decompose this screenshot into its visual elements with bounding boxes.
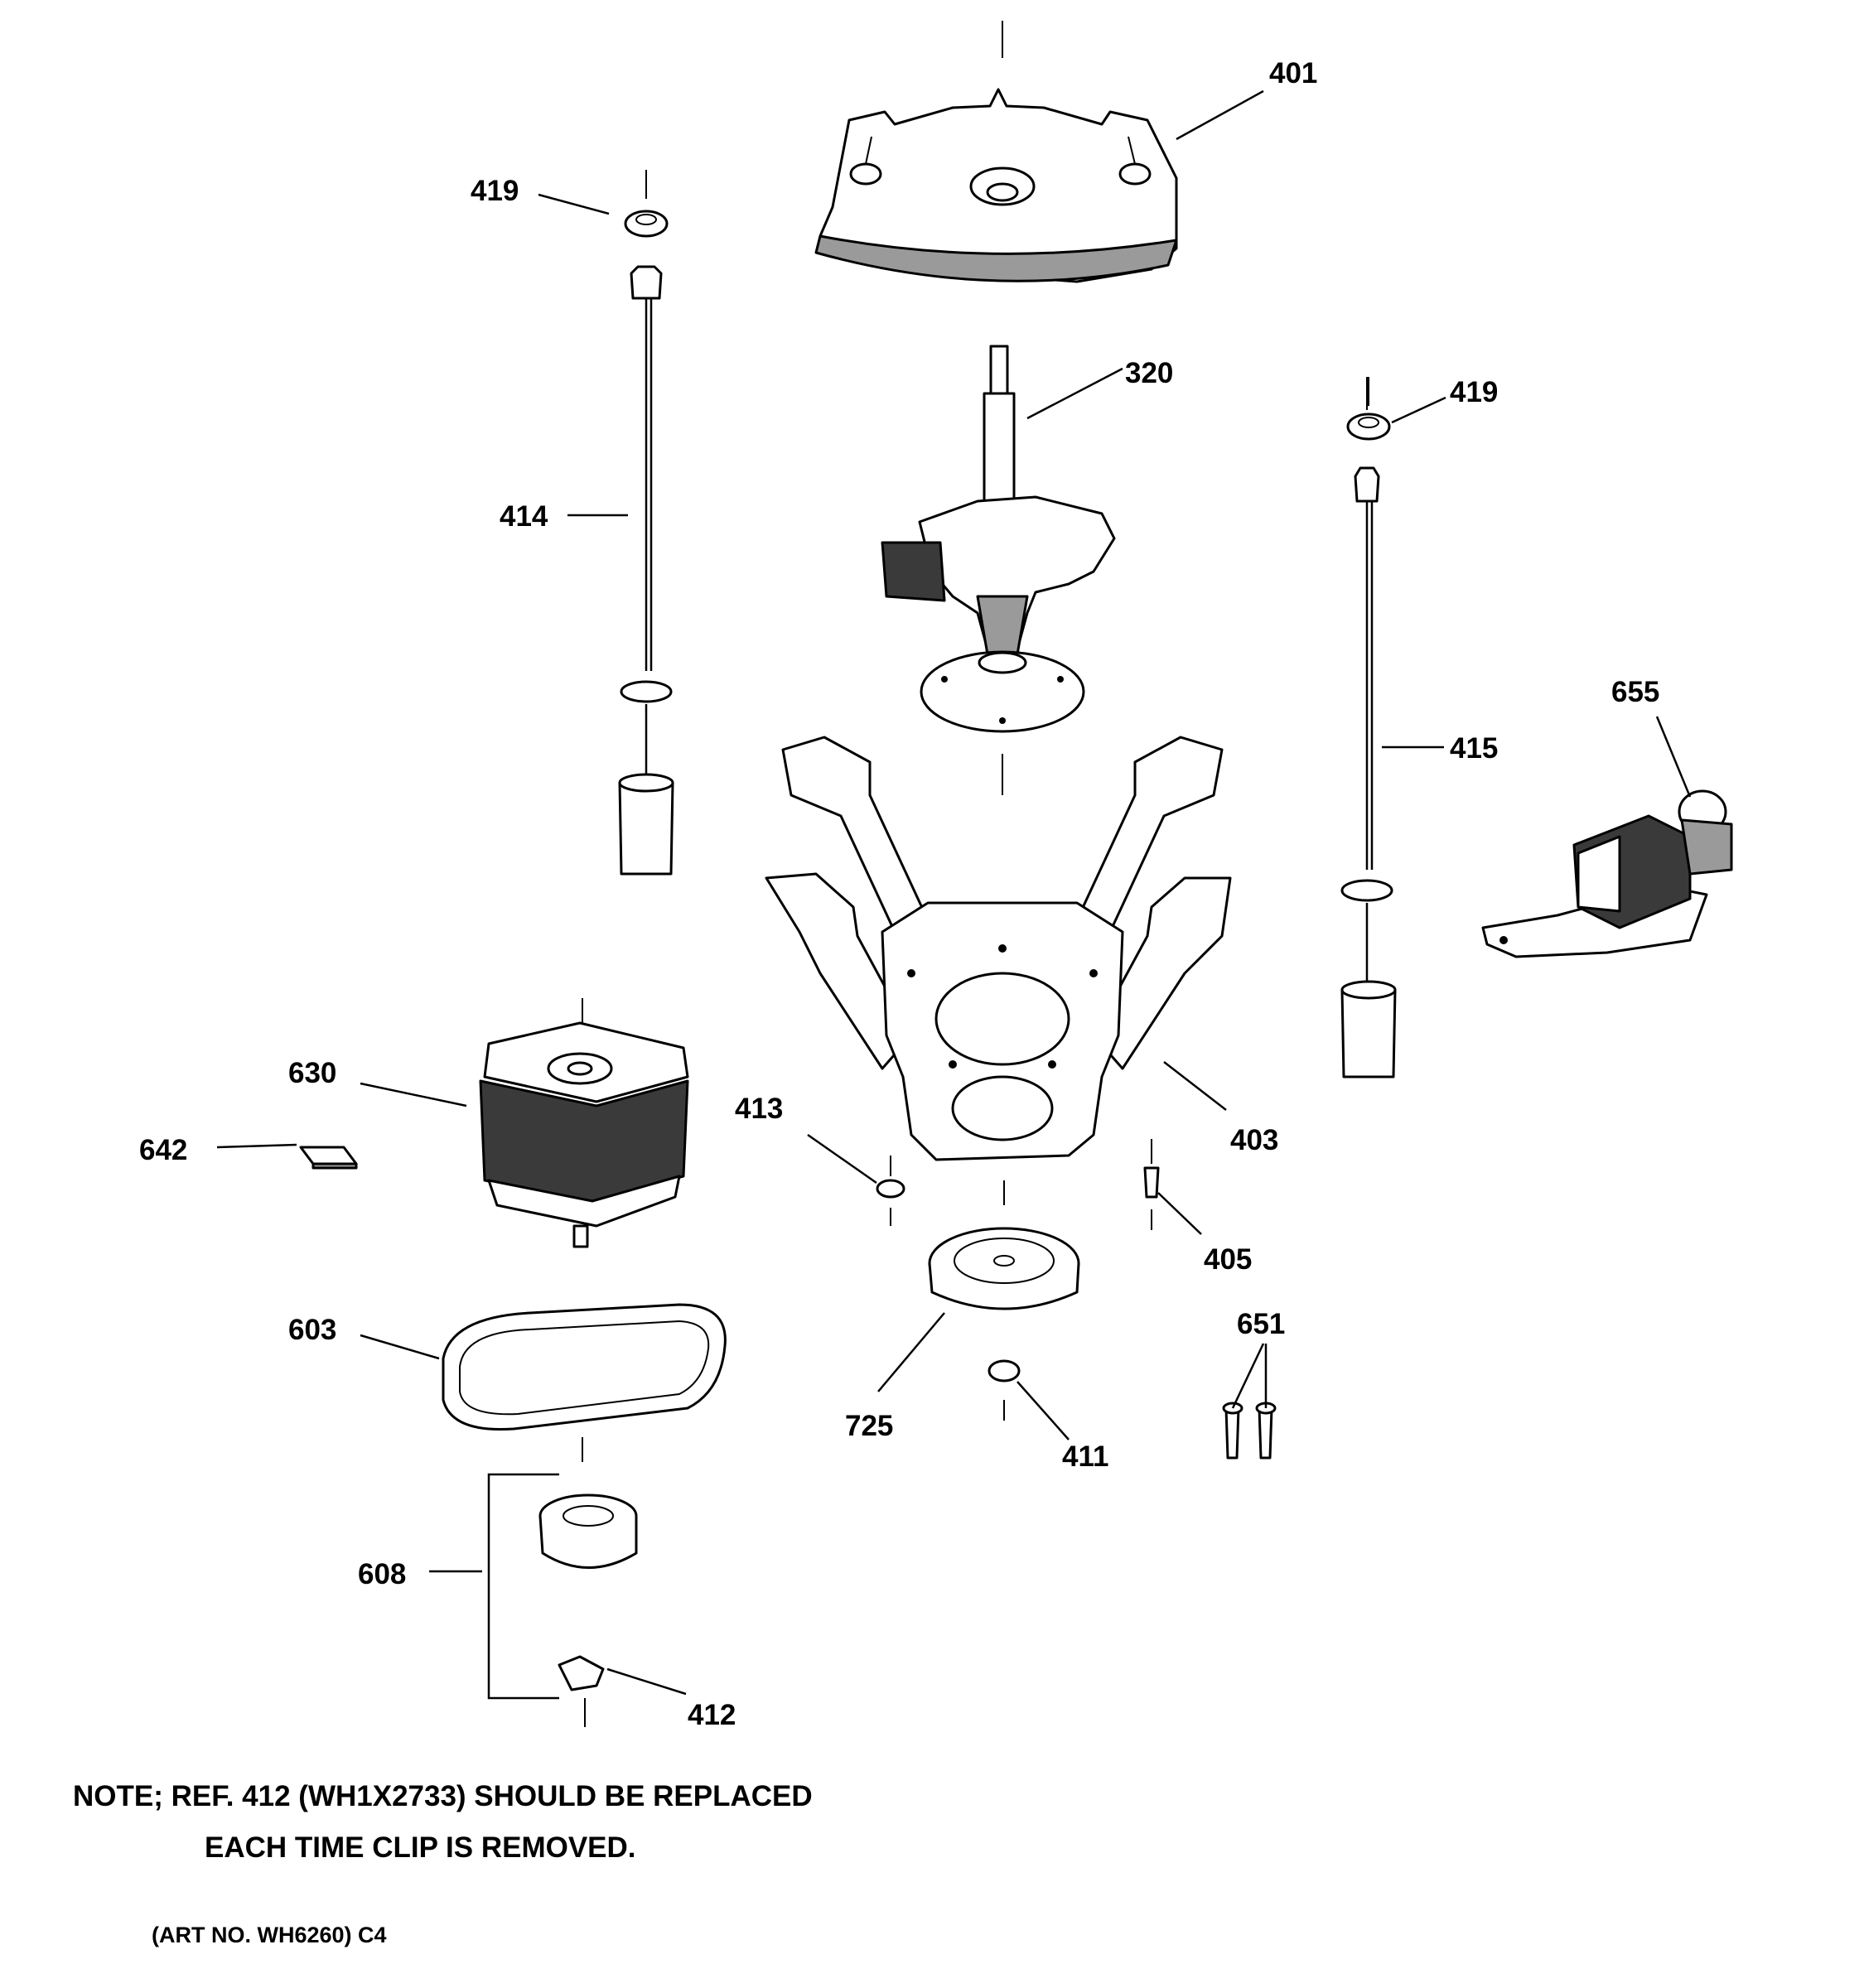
part-403-suspension-bracket bbox=[765, 736, 1232, 1161]
art-number: (ART NO. WH6260) C4 bbox=[152, 1923, 387, 1947]
callout-411: 411 bbox=[1062, 1440, 1108, 1473]
leader-lines bbox=[216, 89, 1692, 1700]
callout-608: 608 bbox=[358, 1558, 406, 1590]
part-415-right-suspension-rod bbox=[1340, 377, 1397, 1078]
callout-405: 405 bbox=[1204, 1243, 1252, 1276]
callout-415: 415 bbox=[1450, 732, 1498, 765]
note-line-2: EACH TIME CLIP IS REMOVED. bbox=[205, 1831, 636, 1864]
callout-401: 401 bbox=[1269, 57, 1317, 89]
callout-413: 413 bbox=[735, 1093, 783, 1125]
part-320-transmission bbox=[881, 345, 1116, 795]
part-603-drive-belt bbox=[442, 1303, 727, 1462]
callout-414: 414 bbox=[500, 500, 548, 533]
part-651-bolts bbox=[1222, 1402, 1277, 1460]
callout-651: 651 bbox=[1237, 1308, 1285, 1340]
callout-419-right: 419 bbox=[1450, 376, 1498, 408]
part-419-right-grommet bbox=[1346, 377, 1391, 441]
part-655-drain-pump bbox=[1481, 789, 1733, 958]
part-642-connector bbox=[299, 1146, 358, 1170]
part-414-left-suspension-rod bbox=[618, 170, 674, 876]
part-630-motor bbox=[479, 998, 689, 1248]
callout-403: 403 bbox=[1230, 1124, 1278, 1156]
callout-419-left: 419 bbox=[471, 175, 519, 207]
part-405-screw bbox=[1143, 1139, 1160, 1230]
part-413-nut bbox=[876, 1156, 905, 1226]
callout-320: 320 bbox=[1125, 357, 1173, 389]
callouts: 401 419 320 419 414 655 415 630 413 642 … bbox=[139, 57, 1659, 1731]
callout-630: 630 bbox=[288, 1057, 336, 1089]
note-line-1: NOTE; REF. 412 (WH1X2733) SHOULD BE REPL… bbox=[73, 1780, 813, 1812]
callout-642: 642 bbox=[139, 1134, 187, 1166]
part-411-nut bbox=[988, 1359, 1021, 1421]
part-725-transmission-pulley bbox=[928, 1180, 1080, 1310]
callout-603: 603 bbox=[288, 1314, 336, 1346]
callout-725: 725 bbox=[845, 1410, 893, 1442]
part-419-left-grommet bbox=[624, 172, 669, 238]
part-401-tub-cover bbox=[814, 21, 1178, 283]
callout-655: 655 bbox=[1611, 676, 1659, 708]
callout-412: 412 bbox=[688, 1699, 736, 1731]
part-608-motor-pulley bbox=[538, 1493, 638, 1727]
